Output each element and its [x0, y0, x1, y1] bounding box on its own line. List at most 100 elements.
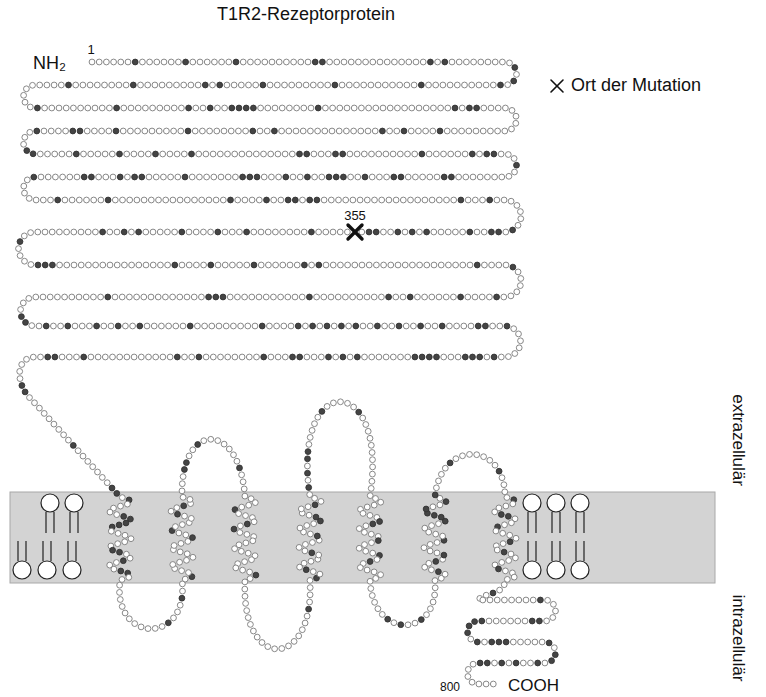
- amino-acid-residue: [496, 468, 502, 474]
- amino-acid-residue: [212, 59, 218, 65]
- amino-acid-residue: [545, 597, 551, 603]
- amino-acid-residue: [454, 323, 460, 329]
- amino-acid-residue: [110, 174, 116, 180]
- amino-acid-residue: [77, 128, 83, 134]
- amino-acid-residue: [395, 105, 401, 111]
- amino-acid-residue: [345, 262, 351, 268]
- amino-acid-residue: [284, 59, 290, 65]
- amino-acid-residue: [104, 480, 110, 486]
- amino-acid-residue: [310, 569, 316, 575]
- amino-acid-residue: [369, 478, 375, 484]
- amino-acid-residue: [391, 174, 397, 180]
- amino-acid-residue: [452, 128, 458, 134]
- amino-acid-residue: [481, 229, 487, 235]
- amino-acid-residue: [374, 557, 380, 563]
- amino-acid-residue: [302, 620, 308, 626]
- amino-acid-residue: [363, 59, 369, 65]
- amino-acid-residue: [254, 174, 260, 180]
- amino-acid-residue: [362, 542, 368, 548]
- amino-acid-residue: [171, 105, 177, 111]
- amino-acid-residue: [152, 82, 158, 88]
- lipid-tail: [551, 512, 552, 533]
- amino-acid-residue: [170, 294, 176, 300]
- amino-acid-residue: [233, 565, 239, 571]
- amino-acid-residue: [369, 450, 375, 456]
- amino-acid-residue: [200, 128, 206, 134]
- amino-acid-residue: [135, 128, 141, 134]
- amino-acid-residue: [475, 323, 481, 329]
- amino-acid-residue: [297, 174, 303, 180]
- amino-acid-residue: [96, 174, 102, 180]
- amino-acid-residue: [369, 540, 375, 546]
- amino-acid-residue: [402, 105, 408, 111]
- amino-acid-residue: [377, 519, 383, 525]
- amino-acid-residue: [24, 86, 30, 92]
- amino-acid-residue: [152, 626, 158, 632]
- amino-acid-residue: [362, 174, 368, 180]
- amino-acid-residue: [310, 323, 316, 329]
- amino-acid-residue: [326, 354, 332, 360]
- amino-acid-residue: [232, 546, 238, 552]
- amino-acid-residue: [354, 151, 360, 157]
- amino-acid-residue: [369, 593, 375, 599]
- amino-acid-residue: [552, 652, 558, 658]
- lipid-tail: [77, 512, 78, 533]
- region-label: extrazellulär: [729, 394, 748, 486]
- lipid-tail: [42, 541, 43, 561]
- amino-acid-residue: [402, 262, 408, 268]
- amino-acid-residue: [289, 82, 295, 88]
- amino-acid-residue: [515, 618, 521, 624]
- amino-acid-residue: [143, 262, 149, 268]
- amino-acid-residue: [403, 323, 409, 329]
- amino-acid-residue: [492, 174, 498, 180]
- amino-acid-residue: [218, 174, 224, 180]
- amino-acid-residue: [184, 557, 190, 563]
- amino-acid-residue: [357, 294, 363, 300]
- lipid-molecules: [13, 494, 589, 579]
- amino-acid-residue: [111, 566, 117, 572]
- amino-acid-residue: [220, 294, 226, 300]
- amino-acid-residue: [489, 639, 495, 645]
- amino-acid-residue: [394, 128, 400, 134]
- amino-acid-residue: [413, 174, 419, 180]
- amino-acid-residue: [427, 548, 433, 554]
- lipid-tail: [535, 512, 536, 533]
- amino-acid-residue: [49, 229, 55, 235]
- amino-acid-residue: [462, 82, 468, 88]
- amino-acid-residue: [312, 502, 318, 508]
- amino-acid-residue: [476, 82, 482, 88]
- amino-acid-residue: [241, 486, 247, 492]
- amino-acid-residue: [186, 105, 192, 111]
- amino-acid-residue: [117, 174, 123, 180]
- amino-acid-residue: [518, 338, 524, 344]
- amino-acid-residue: [136, 262, 142, 268]
- amino-acid-residue: [142, 128, 148, 134]
- amino-acid-residue: [312, 421, 318, 427]
- amino-acid-residue: [472, 294, 478, 300]
- amino-acid-residue: [309, 262, 315, 268]
- amino-acid-residue: [231, 82, 237, 88]
- amino-acid-residue: [163, 197, 169, 203]
- amino-acid-residue: [469, 679, 475, 685]
- amino-acid-residue: [264, 128, 270, 134]
- amino-acid-residue: [310, 82, 316, 88]
- amino-acid-residue: [114, 491, 120, 497]
- amino-acid-residue: [302, 548, 308, 554]
- amino-acid-residue: [150, 262, 156, 268]
- amino-acid-residue: [341, 59, 347, 65]
- amino-acid-residue: [145, 151, 151, 157]
- amino-acid-residue: [134, 294, 140, 300]
- amino-acid-residue: [366, 229, 372, 235]
- amino-acid-residue: [179, 105, 185, 111]
- amino-acid-residue: [150, 229, 156, 235]
- mutation-mark: [348, 225, 362, 239]
- amino-acid-residue: [119, 604, 125, 610]
- amino-acid-residue: [433, 559, 439, 565]
- amino-acid-residue: [351, 128, 357, 134]
- amino-acid-residue: [183, 532, 189, 538]
- amino-acid-residue: [367, 493, 373, 499]
- amino-acid-residue: [492, 509, 498, 515]
- amino-acid-residue: [22, 190, 28, 196]
- amino-acid-residue: [156, 128, 162, 134]
- amino-acid-residue: [280, 229, 286, 235]
